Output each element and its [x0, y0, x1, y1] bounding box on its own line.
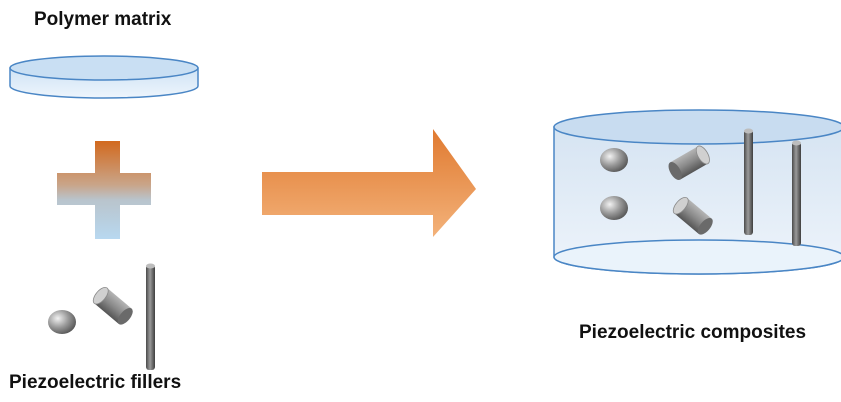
polymer-disc-icon — [10, 56, 198, 98]
rod-icon — [792, 141, 801, 247]
rod-icon — [146, 264, 155, 371]
sphere-icon — [600, 196, 628, 220]
composite-container-icon — [554, 110, 841, 274]
cylinder-icon — [90, 285, 135, 327]
piezoelectric-fillers-label: Piezoelectric fillers — [9, 372, 181, 394]
piezoelectric-composites-label: Piezoelectric composites — [579, 322, 806, 344]
sphere-icon — [600, 148, 628, 172]
plus-icon — [57, 141, 151, 239]
polymer-matrix-label: Polymer matrix — [34, 9, 171, 31]
sphere-icon — [48, 310, 76, 334]
right-arrow-icon — [262, 129, 476, 237]
rod-icon — [744, 129, 753, 236]
